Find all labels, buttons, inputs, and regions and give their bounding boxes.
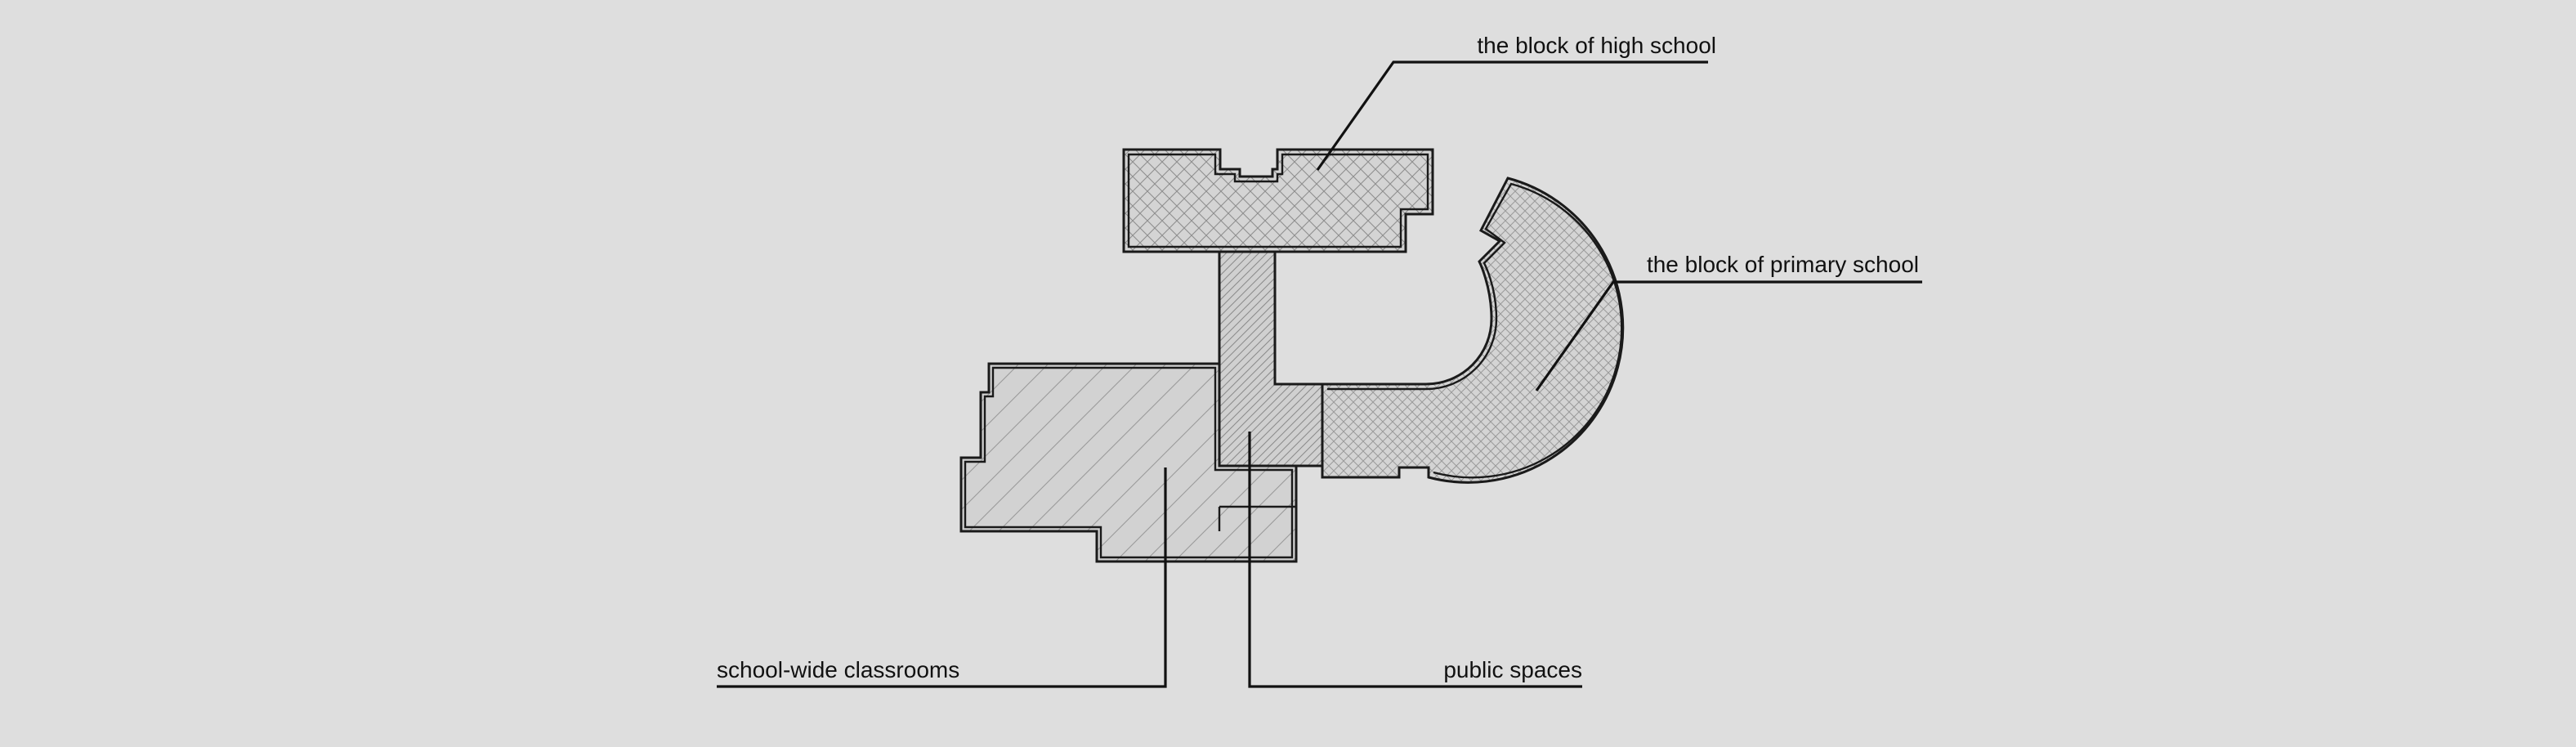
label-high-school-block: the block of high school — [1477, 33, 1716, 58]
leader-line-classrooms — [717, 467, 1167, 688]
classrooms-block — [959, 362, 1298, 563]
leader-line-public-spaces — [1248, 432, 1582, 688]
leader-line-primary-school — [1535, 280, 1922, 391]
leader-line-high-school — [1316, 60, 1708, 171]
public-spaces-spine — [1218, 248, 1324, 467]
label-classrooms: school-wide classrooms — [717, 657, 959, 682]
high-school-block — [1122, 148, 1434, 253]
label-public-spaces: public spaces — [1443, 657, 1582, 682]
primary-school-block — [1321, 177, 1625, 484]
label-primary-school-block: the block of primary school — [1647, 252, 1919, 277]
